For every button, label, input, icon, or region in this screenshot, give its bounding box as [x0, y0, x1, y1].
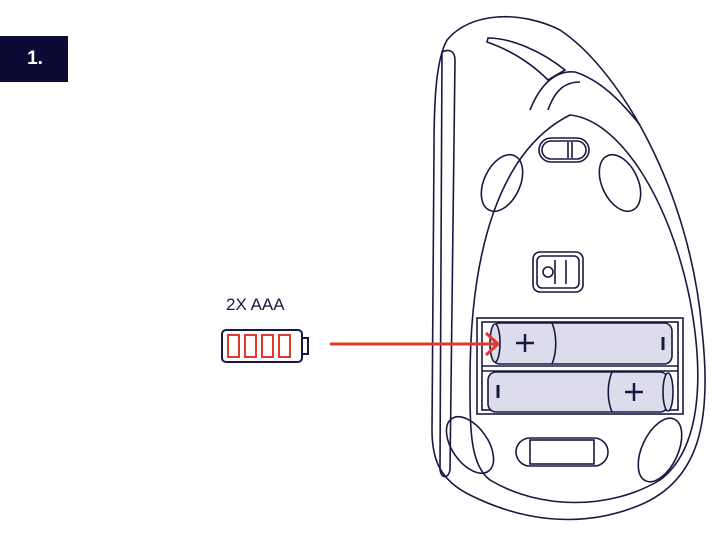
- step-number-badge: 1.: [0, 36, 68, 82]
- battery-bottom: [487, 371, 674, 413]
- battery-top: [489, 322, 673, 365]
- battery-compartment: [476, 317, 684, 415]
- battery-type-label: 2X AAA: [226, 295, 285, 314]
- battery-icon: [221, 329, 309, 363]
- step-number: 1.: [27, 48, 43, 69]
- insert-arrow: [330, 331, 501, 357]
- mouse-body: [431, 15, 706, 521]
